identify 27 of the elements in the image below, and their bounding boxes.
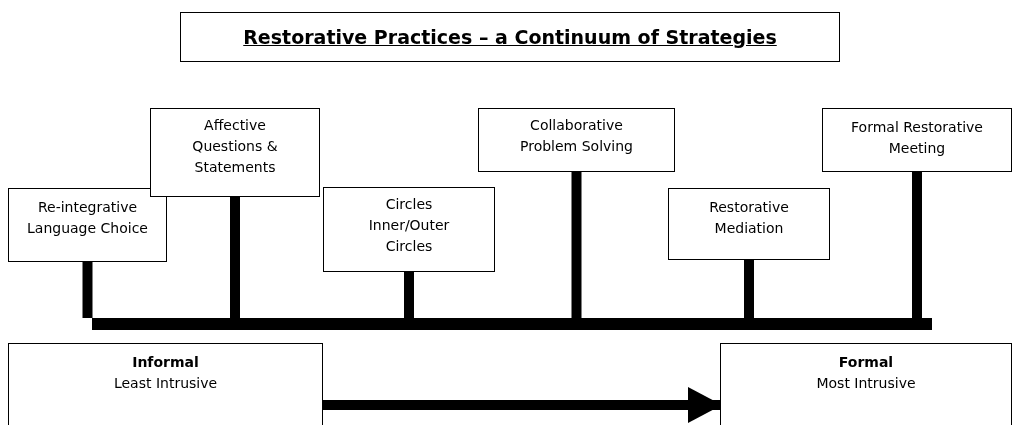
strategy-box	[150, 108, 320, 197]
strategy-box	[8, 343, 323, 425]
box-label: Collaborative Problem Solving	[519, 116, 634, 156]
connector-line	[82, 262, 93, 318]
strategy-box	[668, 188, 830, 260]
box-label: Restorative Mediation	[708, 198, 790, 238]
box-subtitle: Most Intrusive	[816, 374, 916, 393]
strategy-box	[720, 343, 1012, 425]
strategy-box	[478, 108, 675, 172]
connector-line	[744, 260, 754, 318]
connector-line	[912, 172, 922, 318]
box-label: Circles Inner/Outer Circles	[368, 195, 450, 256]
box-subtitle: Least Intrusive	[113, 374, 218, 393]
connector-line	[571, 172, 582, 318]
connector-line	[404, 272, 414, 318]
box-label: Formal	[838, 353, 894, 372]
arrow	[323, 387, 722, 423]
box-label: Formal Restorative Meeting	[850, 118, 984, 158]
strategy-box	[822, 108, 1012, 172]
box-label: Informal	[132, 353, 199, 372]
box-label: Affective Questions & Statements	[191, 116, 279, 177]
horizontal-bar	[92, 318, 932, 330]
title-text: Restorative Practices – a Continuum of Strategies	[243, 26, 777, 48]
box-label: Re-integrative Language Choice	[26, 198, 149, 238]
strategy-box	[323, 187, 495, 272]
connector-line	[230, 197, 240, 318]
strategy-box	[8, 188, 167, 262]
